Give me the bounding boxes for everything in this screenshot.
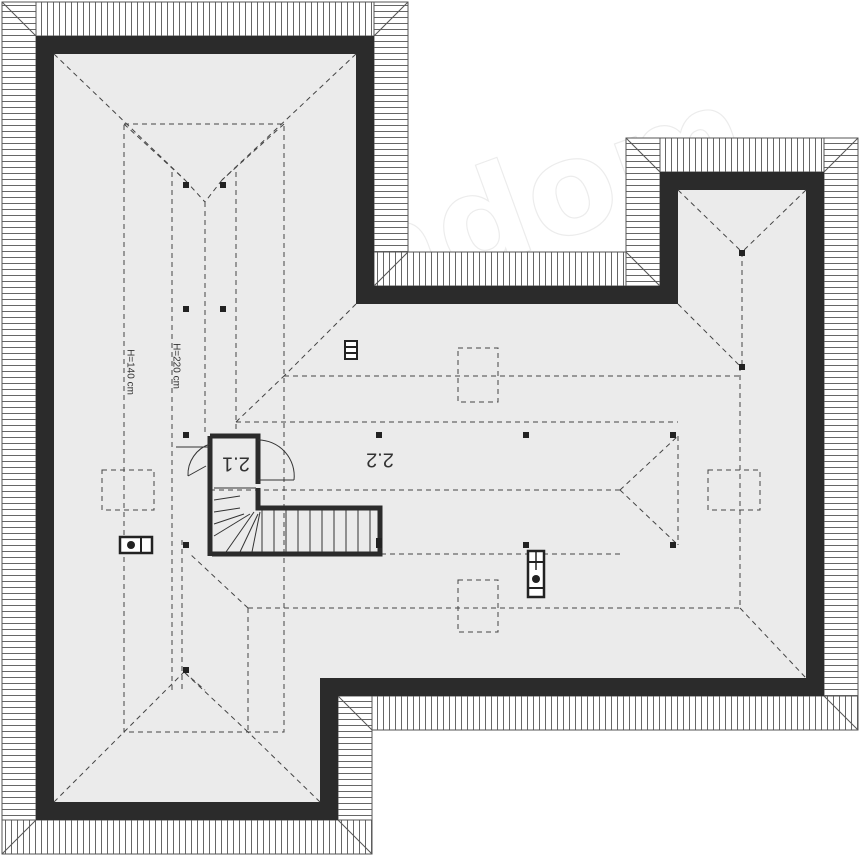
roof-structure-lines — [53, 53, 807, 803]
vent-icon — [344, 340, 358, 360]
room-label-2-2: 2.2 — [366, 449, 394, 471]
structural-posts — [183, 182, 745, 673]
height-note-140: H=140 cm — [124, 349, 135, 395]
chimney-icon — [526, 549, 546, 599]
height-note-220: H=220 cm — [170, 343, 181, 389]
chimney-icon — [118, 535, 154, 555]
room-label-2-1: 2.1 — [222, 453, 250, 475]
stair-room — [176, 433, 383, 557]
floor-area — [54, 54, 806, 802]
